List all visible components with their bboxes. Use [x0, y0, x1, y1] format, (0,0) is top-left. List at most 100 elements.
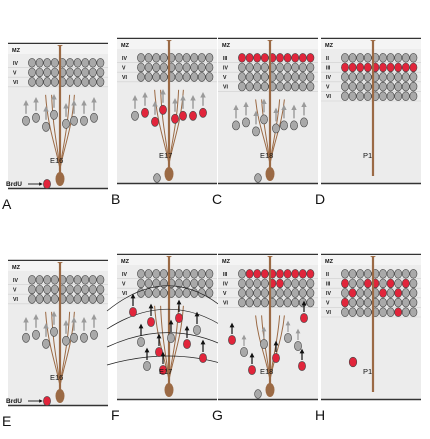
neuron [175, 288, 183, 298]
neuron [356, 297, 365, 308]
layer-label-mz: MZ [121, 259, 130, 265]
layer-label-mz: MZ [222, 259, 231, 265]
neuron [298, 72, 307, 82]
migrating-neuron [90, 112, 98, 123]
neuron [260, 288, 269, 298]
neuron [409, 269, 418, 279]
layer-label: IV [223, 281, 228, 287]
neuron [28, 67, 36, 78]
neuron [348, 297, 357, 308]
neuron [348, 91, 357, 101]
neuron [190, 72, 199, 82]
migrating-neuron [42, 338, 50, 349]
neuron [341, 278, 349, 289]
neuron [238, 288, 246, 298]
layer-label: VI [13, 80, 18, 86]
layer-label: IV [122, 56, 127, 62]
migrating-neuron [137, 337, 145, 347]
neuron [159, 72, 168, 82]
neuron [245, 81, 254, 92]
neuron [96, 294, 105, 304]
gradient-arc [106, 332, 228, 348]
neuron [260, 72, 269, 82]
migrating-neuron [80, 115, 88, 126]
neuron [276, 72, 284, 82]
neuron [137, 62, 145, 73]
neuron [88, 275, 97, 285]
layer-label: III [326, 65, 331, 71]
neuron [401, 62, 410, 73]
layer-label-mz: MZ [325, 43, 334, 49]
neuron [253, 53, 262, 63]
migrating-neuron [143, 361, 151, 371]
migrating-neuron [300, 313, 308, 323]
layer-label: V [122, 281, 126, 287]
neuron [197, 62, 206, 73]
neuron [88, 67, 97, 78]
neuron [283, 62, 292, 73]
neuron [276, 53, 284, 63]
marginal-zone [218, 255, 318, 265]
neuron [394, 62, 403, 73]
neuron [363, 297, 372, 308]
neuron [409, 297, 418, 308]
migrating-neuron [129, 307, 137, 317]
neuron [190, 62, 199, 73]
neuron [394, 278, 403, 289]
layer-label: IV [13, 278, 18, 284]
neuron [401, 278, 410, 289]
neuron [152, 269, 161, 279]
migrating-neuron [199, 353, 207, 363]
neuron [66, 67, 74, 78]
neuron [28, 275, 36, 285]
migrating-neuron [171, 113, 179, 124]
marginal-zone [117, 39, 217, 49]
layer-label: III [223, 272, 228, 278]
neuron [409, 307, 418, 317]
brdu-label: BrdU [6, 398, 22, 405]
glia-branch [45, 311, 61, 387]
neuron [175, 72, 183, 82]
neuron [159, 288, 168, 298]
neuron [43, 67, 52, 78]
neuron [245, 62, 254, 73]
migrating-neuron [294, 341, 302, 351]
neuron [401, 288, 410, 298]
migrating-neuron [175, 313, 183, 323]
neuron [394, 297, 403, 308]
layer-label: IV [122, 272, 127, 278]
neuron [96, 67, 105, 78]
neuron [363, 72, 372, 82]
migrating-neuron [32, 329, 40, 340]
migrating-neuron [159, 104, 167, 115]
neuron [379, 81, 387, 92]
neuron [348, 72, 357, 82]
neuron [409, 81, 418, 92]
neuron [137, 72, 145, 82]
glia-branch [160, 89, 170, 165]
neuron [386, 269, 395, 279]
migrating-neuron [179, 110, 187, 121]
neuron [43, 294, 52, 304]
neuron [182, 288, 191, 298]
neuron [341, 307, 349, 317]
neuron [245, 278, 254, 289]
neuron [401, 53, 410, 63]
neuron [276, 269, 284, 279]
migrating-neuron [298, 361, 306, 371]
neuron [245, 269, 254, 279]
neuron [253, 81, 262, 92]
neuron [182, 269, 191, 279]
neuron [35, 284, 44, 295]
neuron [182, 53, 191, 63]
neuron [35, 294, 44, 304]
gradient-arc [106, 308, 228, 330]
neuron [50, 77, 59, 87]
neuron [386, 307, 395, 317]
neuron [291, 62, 300, 73]
migrating-neuron [300, 117, 308, 128]
neuron [341, 81, 349, 92]
